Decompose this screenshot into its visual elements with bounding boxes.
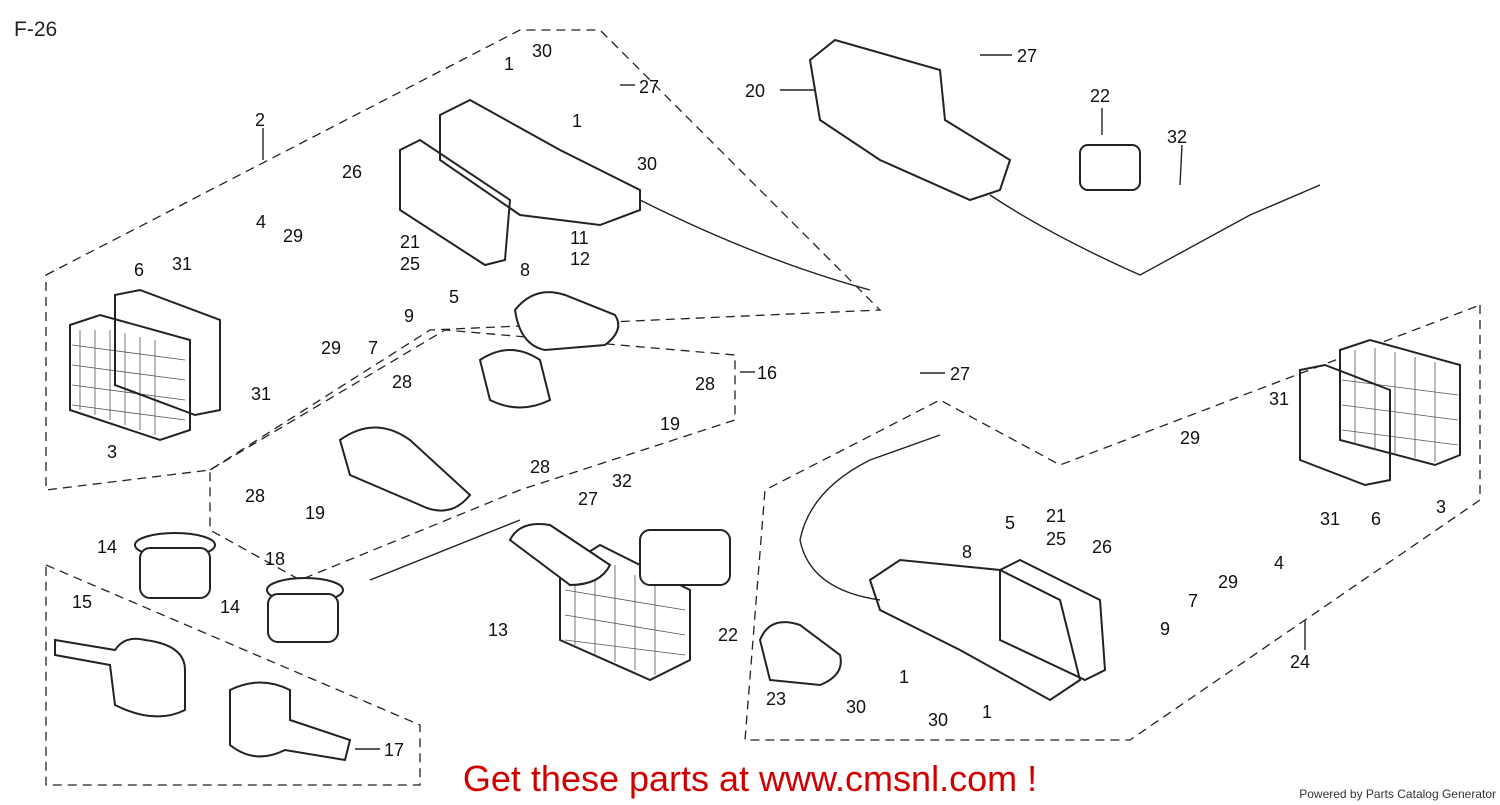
wire-top-right: [989, 184, 1321, 276]
label-part-7: 7: [368, 338, 378, 358]
outline-right-assembly: [744, 304, 1481, 741]
label-part-27: 27: [578, 489, 598, 509]
label-part-7: 7: [1188, 591, 1198, 611]
label-part-9: 9: [1160, 619, 1170, 639]
label-part-26: 26: [1092, 537, 1112, 557]
label-part-32: 32: [1167, 127, 1187, 147]
left-housing-gasket: [399, 138, 512, 267]
center-housing-stem: [508, 523, 612, 587]
label-part-26: 26: [342, 162, 362, 182]
label-part-27: 27: [1017, 46, 1037, 66]
label-part-16: 16: [757, 363, 777, 383]
label-part-30: 30: [532, 41, 552, 61]
part-labels: 1 30 27 20 27 22 32 2 1 30 26 4 29 21 25…: [72, 41, 1446, 760]
label-part-14: 14: [220, 597, 240, 617]
right-turn-housing: [868, 558, 1082, 702]
wire-center: [369, 519, 521, 581]
label-part-29: 29: [1180, 428, 1200, 448]
label-part-14: 14: [97, 537, 117, 557]
label-part-5: 5: [449, 287, 459, 307]
label-part-9: 9: [404, 306, 414, 326]
label-part-8: 8: [520, 260, 530, 280]
label-part-27: 27: [639, 77, 659, 97]
wire-left: [639, 199, 871, 291]
label-part-1: 1: [572, 111, 582, 131]
socket-23: [758, 621, 842, 687]
label-part-4: 4: [1274, 553, 1284, 573]
label-part-3: 3: [107, 442, 117, 462]
left-turn-housing: [439, 98, 641, 227]
label-part-19: 19: [660, 414, 680, 434]
left-lens-gasket: [114, 288, 221, 417]
label-part-6: 6: [1371, 509, 1381, 529]
label-part-3: 3: [1436, 497, 1446, 517]
label-part-25: 25: [1046, 529, 1066, 549]
label-part-28: 28: [392, 372, 412, 392]
label-part-28: 28: [695, 374, 715, 394]
socket-22-top: [1079, 144, 1141, 191]
label-part-32: 32: [612, 471, 632, 491]
label-part-31: 31: [1269, 389, 1289, 409]
left-turn-lens: [69, 313, 191, 442]
socket-22-center: [639, 529, 731, 586]
label-part-23: 23: [766, 689, 786, 709]
label-part-5: 5: [1005, 513, 1015, 533]
label-part-1: 1: [504, 54, 514, 74]
label-part-15: 15: [72, 592, 92, 612]
label-part-22: 22: [1090, 86, 1110, 106]
label-part-21: 21: [1046, 506, 1066, 526]
label-part-30: 30: [928, 710, 948, 730]
mount-17: [229, 681, 352, 762]
label-part-4: 4: [256, 212, 266, 232]
promo-link[interactable]: Get these parts at www.cmsnl.com !: [462, 758, 1038, 799]
label-part-27: 27: [950, 364, 970, 384]
label-part-31: 31: [1320, 509, 1340, 529]
label-part-1: 1: [982, 702, 992, 722]
label-part-17: 17: [384, 740, 404, 760]
label-part-29: 29: [1218, 572, 1238, 592]
rubber-14-b-body: [267, 593, 339, 643]
right-top-housing: [808, 38, 1012, 202]
label-part-13: 13: [488, 620, 508, 640]
label-part-29: 29: [321, 338, 341, 358]
bracket-19-lower: [338, 426, 472, 512]
label-part-19: 19: [305, 503, 325, 523]
mount-15: [54, 637, 186, 718]
label-part-20: 20: [745, 81, 765, 101]
label-part-31: 31: [251, 384, 271, 404]
rubber-14-a-body: [139, 547, 211, 599]
label-part-6: 6: [134, 260, 144, 280]
label-part-28: 28: [530, 457, 550, 477]
label-part-30: 30: [637, 154, 657, 174]
label-part-29: 29: [283, 226, 303, 246]
page-title: F-26: [14, 18, 58, 41]
label-part-2: 2: [255, 110, 265, 130]
socket-11-12: [513, 291, 620, 352]
label-part-11: 11: [570, 228, 589, 248]
label-part-21: 21: [400, 232, 420, 252]
outline-bracket-assembly: [209, 329, 736, 581]
label-part-12: 12: [570, 249, 590, 269]
label-part-30: 30: [846, 697, 866, 717]
label-part-31: 31: [172, 254, 192, 274]
label-part-25: 25: [400, 254, 420, 274]
right-lens-gasket: [1299, 363, 1391, 487]
outline-left-assembly: [45, 29, 882, 491]
bracket-19-upper: [478, 349, 552, 409]
label-part-18: 18: [265, 549, 285, 569]
leader-lines: [262, 54, 1306, 750]
label-part-1: 1: [899, 667, 909, 687]
right-housing-gasket: [999, 558, 1107, 682]
wire-right: [799, 434, 941, 601]
label-part-22: 22: [718, 625, 738, 645]
outline-rubber-assembly: [45, 564, 421, 786]
label-part-28: 28: [245, 486, 265, 506]
label-part-24: 24: [1290, 652, 1310, 672]
footer-credit: Powered by Parts Catalog Generator: [1299, 787, 1496, 801]
right-turn-lens: [1339, 338, 1461, 467]
label-part-8: 8: [962, 542, 972, 562]
